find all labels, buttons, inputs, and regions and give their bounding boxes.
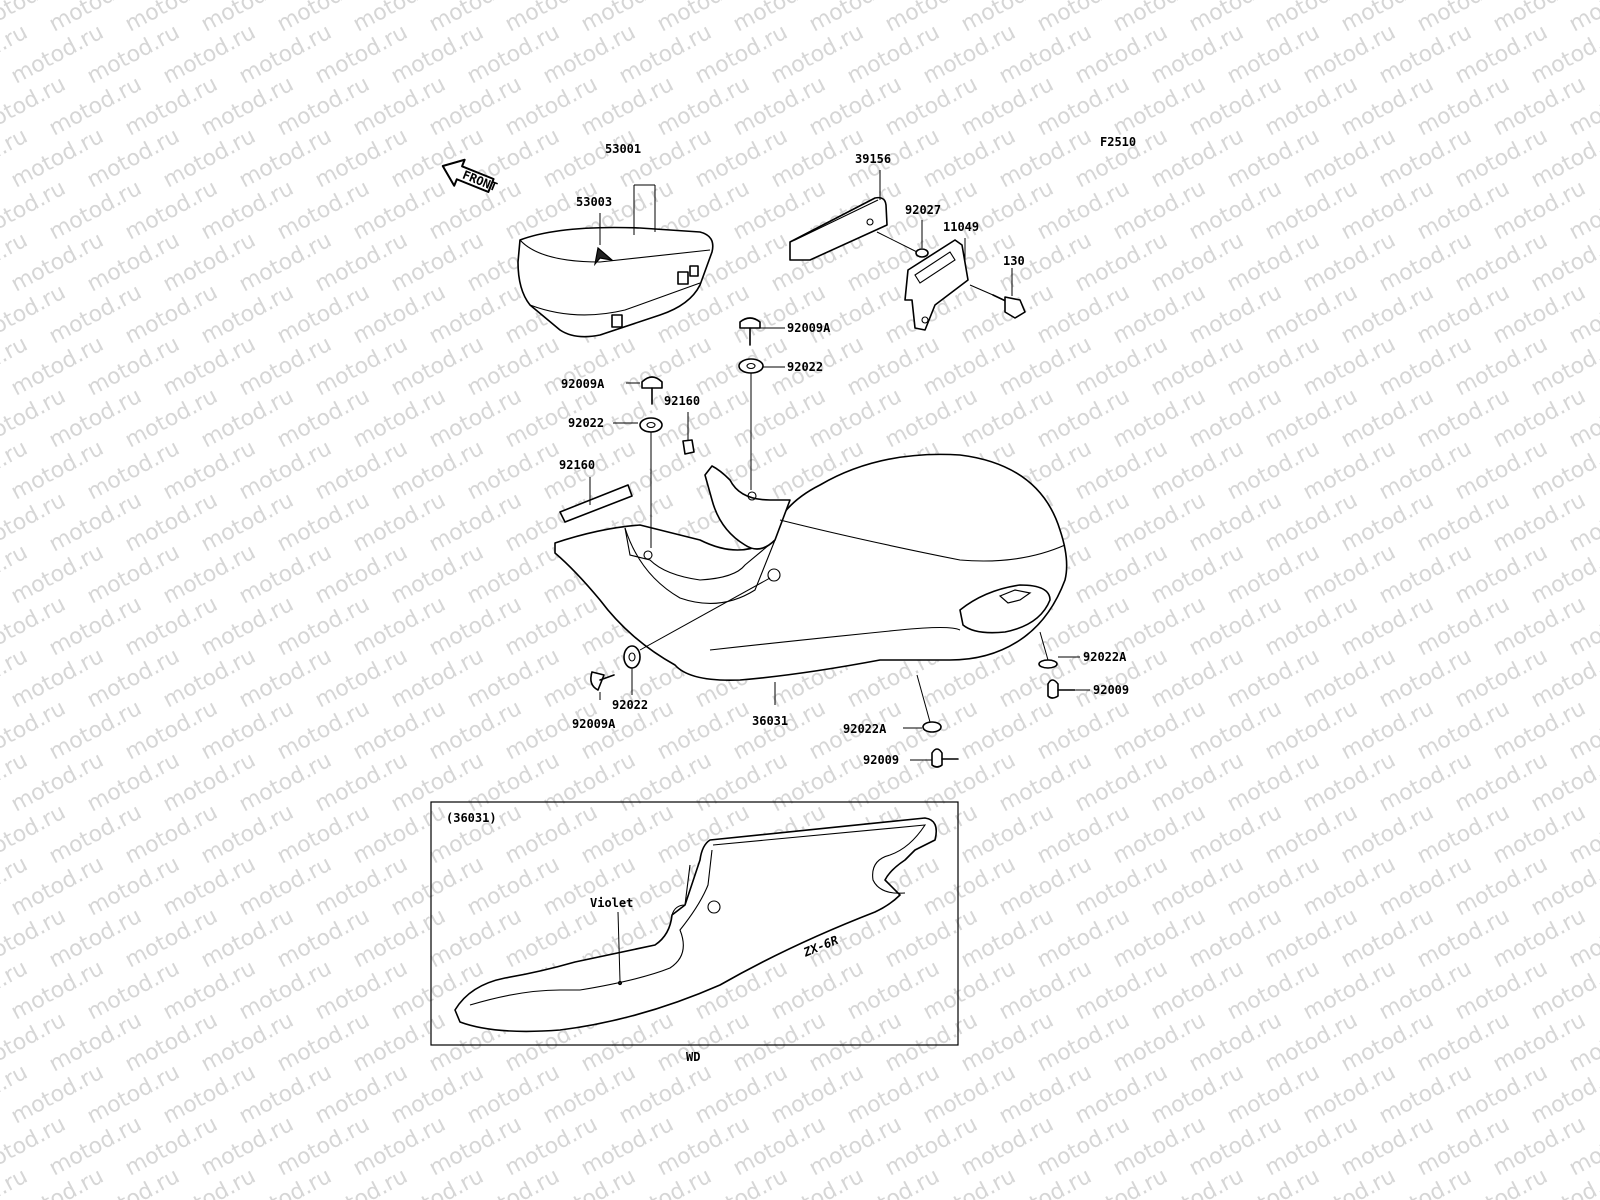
washer-part-icon (1038, 659, 1058, 669)
label-92027: 92027 (905, 203, 941, 217)
screw-part-icon (590, 671, 615, 691)
washer-part-icon (639, 417, 663, 433)
label-11049: 11049 (943, 220, 979, 234)
bracket-part-icon (904, 239, 969, 331)
screw-part-icon (739, 317, 761, 346)
foam-strip-part-icon (559, 484, 633, 523)
variant-code: WD (686, 1050, 700, 1064)
label-92009a-left: 92009A (561, 377, 605, 391)
washer-part-icon (623, 645, 641, 669)
label-92160-strip: 92160 (559, 458, 595, 472)
label-92009-right: 92009 (1093, 683, 1129, 697)
washer-part-icon (922, 721, 942, 733)
seat-cowl-part-icon (554, 453, 1068, 682)
label-92009a-bottom: 92009A (572, 717, 616, 731)
label-53003: 53003 (576, 195, 612, 209)
pad-part-icon (682, 439, 695, 455)
label-92022-left: 92022 (568, 416, 604, 430)
label-92009a-top: 92009A (787, 321, 831, 335)
screw-part-icon (931, 748, 959, 768)
label-92022-bottom: 92022 (612, 698, 648, 712)
inset-part-ref: (36031) (446, 811, 497, 825)
label-92022-top: 92022 (787, 360, 823, 374)
seat-part-icon (517, 226, 714, 338)
cover-pad-part-icon (789, 196, 888, 261)
washer-part-icon (915, 248, 929, 258)
inset-frame (430, 801, 959, 1046)
screw-part-icon (641, 376, 663, 405)
label-92022a-right: 92022A (1083, 650, 1127, 664)
label-92009-bottom: 92009 (863, 753, 899, 767)
label-39156: 39156 (855, 152, 891, 166)
label-92022a-bottom: 92022A (843, 722, 887, 736)
leader-lines (589, 170, 1090, 761)
color-note: Violet (590, 896, 633, 910)
watermark-text: motod.ru (0, 1164, 32, 1200)
bolt-part-icon (992, 294, 1026, 319)
screw-part-icon (1047, 679, 1076, 699)
label-36031: 36031 (752, 714, 788, 728)
label-92160-small: 92160 (664, 394, 700, 408)
label-53001: 53001 (605, 142, 641, 156)
label-130: 130 (1003, 254, 1025, 268)
washer-part-icon (738, 358, 764, 374)
diagram-code: F2510 (1100, 135, 1136, 149)
